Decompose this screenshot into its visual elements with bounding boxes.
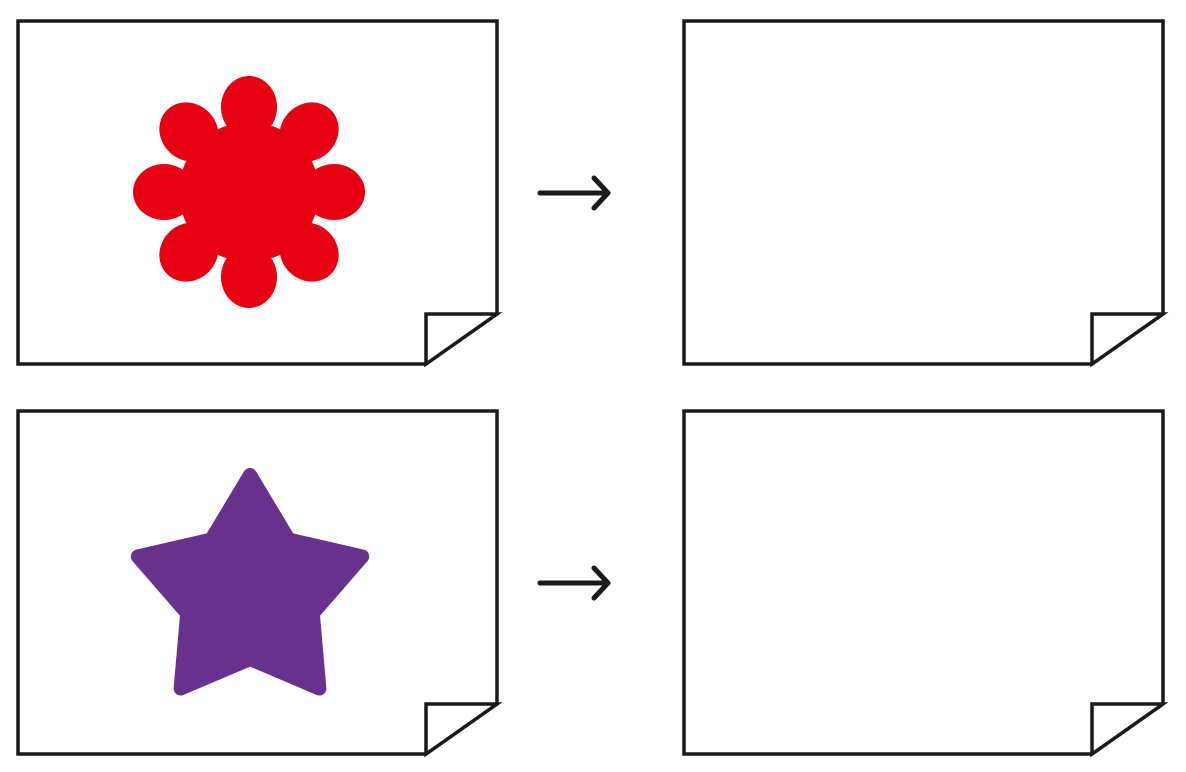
flower-petal: [279, 222, 339, 282]
flower-center: [179, 122, 319, 262]
flower-petal: [159, 102, 219, 162]
flower-petal: [221, 246, 277, 308]
target-page-blank: [682, 19, 1169, 368]
folded-corner: [1090, 312, 1169, 368]
flower-petal: [133, 164, 195, 220]
arrow-stroke: [537, 565, 611, 601]
star-shape: [130, 468, 370, 696]
right-arrow-icon: [537, 565, 611, 601]
folded-corner: [424, 312, 503, 368]
right-arrow-icon: [537, 175, 611, 211]
flower-petal: [279, 102, 339, 162]
flower-petal: [159, 222, 219, 282]
target-page-blank: [682, 409, 1169, 758]
star-icon: [130, 468, 370, 696]
arrow-stroke: [537, 175, 611, 211]
folded-corner: [1090, 702, 1169, 758]
flower-petal: [303, 164, 365, 220]
flower-petal: [221, 76, 277, 138]
row-flower: [16, 19, 1169, 368]
flower-icon: [133, 76, 365, 308]
folded-corner: [424, 702, 503, 758]
row-star: [16, 409, 1169, 758]
